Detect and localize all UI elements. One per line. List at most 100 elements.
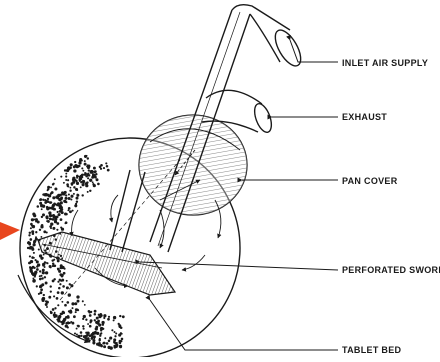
tablet-dot [85, 182, 88, 185]
tablet-dot [69, 283, 71, 285]
tablet-dot [30, 227, 32, 229]
tablet-dot [79, 180, 81, 182]
tablet-dot [69, 166, 72, 169]
tablet-dot [34, 267, 36, 269]
tablet-dot [108, 340, 111, 343]
tablet-dot [34, 271, 37, 274]
tablet-dot [76, 177, 78, 179]
tablet-dot [31, 218, 34, 221]
tablet-dot [31, 230, 34, 233]
tablet-dot [60, 321, 62, 323]
tablet-dot [27, 242, 30, 245]
tablet-dot [77, 300, 80, 303]
tablet-dot [75, 311, 77, 313]
tablet-dot [78, 176, 80, 178]
tablet-dot [36, 268, 39, 271]
tablet-dot [120, 340, 122, 342]
tablet-dot [75, 180, 77, 182]
tablet-dot [46, 217, 49, 220]
tablet-dot [71, 302, 74, 305]
tablet-dot [76, 197, 79, 200]
tablet-dot [82, 300, 84, 302]
tablet-dot [96, 343, 99, 346]
tablet-dot [108, 316, 110, 318]
tablet-dot [67, 185, 69, 187]
tablet-dot [48, 194, 51, 197]
tablet-dot [60, 218, 63, 221]
tablet-dot [76, 333, 78, 335]
tablet-dot [68, 293, 71, 296]
tablet-dot [56, 297, 59, 300]
tablet-dot [102, 328, 104, 330]
tablet-dot [64, 304, 67, 307]
tablet-dot [76, 165, 79, 168]
tablet-dot [42, 269, 45, 272]
tablet-dot [81, 167, 83, 169]
tablet-dot [56, 229, 58, 231]
tablet-dot [92, 183, 94, 185]
tablet-dot [41, 283, 44, 286]
tablet-dot [45, 282, 48, 285]
tablet-dot [79, 160, 82, 163]
tablet-dot [65, 179, 67, 181]
tablet-dot [106, 165, 109, 168]
tablet-dot [60, 273, 62, 275]
tablet-dot [36, 285, 38, 287]
tablet-dot [66, 301, 69, 304]
tablet-dot [72, 307, 74, 309]
tablet-dot [41, 277, 43, 279]
tablet-dot [54, 187, 57, 190]
tablet-dot [92, 181, 94, 183]
tablet-dot [73, 315, 76, 318]
tablet-dot [32, 273, 35, 276]
label-exhaust: EXHAUST [342, 112, 387, 122]
tablet-dot [84, 160, 86, 162]
tablet-dot [104, 337, 106, 339]
tablet-dot [53, 203, 56, 206]
tablet-dot [50, 285, 52, 287]
tablet-dot [40, 288, 43, 291]
tablet-dot [42, 257, 44, 259]
tablet-dot [73, 186, 75, 188]
tablet-dot [74, 332, 76, 334]
tablet-dot [30, 267, 33, 270]
tablet-dot [94, 331, 97, 334]
tablet-dot [93, 167, 96, 170]
tablet-dot [53, 183, 55, 185]
tablet-dot [85, 332, 87, 334]
tablet-dot [122, 315, 125, 318]
tablet-dot [69, 187, 71, 189]
tablet-dot [53, 259, 55, 261]
tablet-dot [50, 290, 52, 292]
tablet-dot [45, 303, 48, 306]
tablet-dot [69, 189, 71, 191]
tablet-dot [80, 331, 83, 334]
tablet-dot [32, 246, 34, 248]
tablet-dot [89, 314, 92, 317]
tablet-dot [70, 195, 73, 198]
tablet-dot [58, 315, 61, 318]
tablet-dot [38, 293, 40, 295]
tablet-dot [65, 175, 67, 177]
tablet-dot [57, 291, 60, 294]
tablet-dot [50, 186, 52, 188]
tablet-dot [42, 297, 45, 300]
tablet-dot [103, 342, 106, 345]
label-tablet-bed: TABLET BED [342, 345, 402, 355]
tablet-dot [93, 171, 96, 174]
tablet-dot [39, 202, 42, 205]
tablet-dot [29, 238, 32, 241]
tablet-dot [119, 345, 122, 348]
tablet-dot [59, 207, 61, 209]
tablet-dot [87, 157, 89, 159]
tablet-dot [76, 182, 79, 185]
tablet-dot [58, 198, 61, 201]
tablet-dot [41, 216, 43, 218]
tablet-dot [94, 313, 97, 316]
tablet-dot [64, 268, 66, 270]
tablet-dot [70, 163, 73, 166]
tablet-dot [47, 198, 49, 200]
tablet-dot [57, 202, 60, 205]
tablet-dot [37, 205, 40, 208]
